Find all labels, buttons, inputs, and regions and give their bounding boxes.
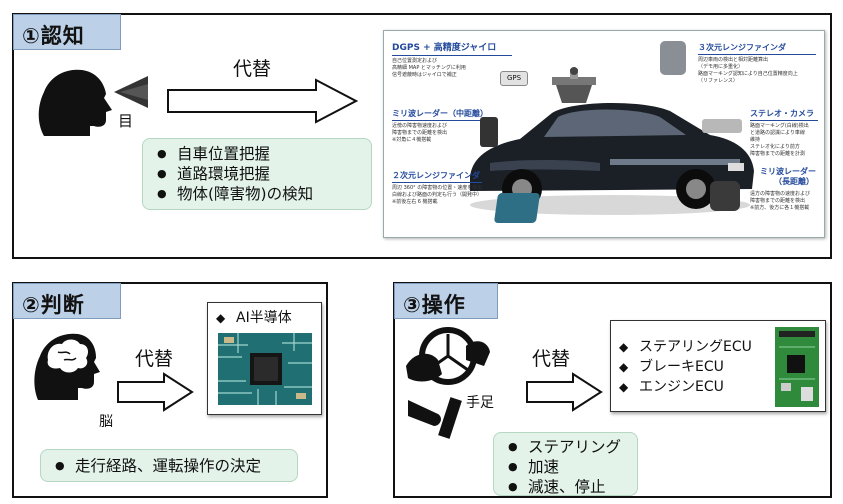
ecu-box: ステアリングECU ブレーキECU エンジンECU xyxy=(610,320,826,412)
ecu-item: エンジンECU xyxy=(617,377,825,397)
rf3d-sensor-image xyxy=(660,41,686,75)
judgment-list: 走行経路、運転操作の決定 xyxy=(40,449,298,482)
dgps-line: 自己位置測定および xyxy=(392,58,438,64)
mmw-long-title: ミリ波レーダー xyxy=(760,167,816,176)
stereo-line: 障害物までの距離を計測 xyxy=(750,151,806,157)
rf2d-line: 周辺 360° の障害物の位置・速度を検出 xyxy=(392,185,483,191)
dgps-line: 高精細 MAP とマッチングに利用 xyxy=(392,65,466,71)
divider xyxy=(392,120,482,121)
eye-head-icon xyxy=(38,69,148,136)
mmw-long-radar-image xyxy=(710,181,740,211)
stereo-line: ステレオ化により前方 xyxy=(750,144,800,150)
stereo-camera-image xyxy=(702,119,742,133)
steering-hand-icon xyxy=(406,327,490,385)
stereo-line: 路面マーキング(白線)検出 xyxy=(750,123,809,129)
rf3d-line: （リファレンス） xyxy=(698,78,738,84)
rf3d-line: 路面マーキング認知により自己位置精度向上 xyxy=(698,71,798,77)
rf2d-title: ２次元レンジファインダ xyxy=(392,171,480,180)
operation-arrow-label: 代替 xyxy=(532,348,571,370)
cognition-arrow-icon xyxy=(167,78,358,124)
divider xyxy=(392,55,512,56)
rf2d-line: ※前後左右 6 機搭載 xyxy=(392,199,438,205)
rf3d-line: （デモ用に多重化） xyxy=(698,64,744,70)
brain-label: 脳 xyxy=(99,414,113,430)
list-item: 物体(障害物)の検知 xyxy=(149,184,371,204)
rf2d-line: 白線および路面の判定も行う（開発中） xyxy=(392,192,483,198)
mmw-mid-line: 障害物までの距離を検出 xyxy=(392,130,448,136)
mmw-mid-radar-image xyxy=(480,117,498,147)
mmw-mid-title: ミリ波レーダー（中距離） xyxy=(392,109,488,118)
ecu-board-image xyxy=(775,327,819,407)
stereo-title: ステレオ・カメラ xyxy=(750,109,814,118)
cognition-arrow-label: 代替 xyxy=(233,58,272,80)
eye-label: 目 xyxy=(118,112,134,130)
rf2d-sensor-image xyxy=(493,193,541,223)
ecu-item: ステアリングECU xyxy=(617,337,825,357)
cognition-tag: ①認知 xyxy=(13,14,121,50)
list-item: 減速、停止 xyxy=(500,477,637,497)
mmw-mid-line: 近傍の障害物速度および xyxy=(392,123,448,129)
dgps-line: 信号遮蔽時はジャイロで補正 xyxy=(392,72,457,78)
stereo-line: と道路の認識により車線 xyxy=(750,130,805,136)
circuit-board-image xyxy=(218,333,312,405)
brain-head-icon xyxy=(34,333,100,400)
operation-list: ステアリング 加速 減速、停止 xyxy=(493,432,638,497)
list-item: 走行経路、運転操作の決定 xyxy=(47,456,297,476)
operation-arrow-icon xyxy=(526,372,603,412)
rf3d-line: 周辺車両の検出と相対距離算出 xyxy=(698,57,769,63)
mmw-long-line: 遠方の障害物の速度および xyxy=(750,191,811,197)
sensor-diagram: GPS DGPS + 高精度ジャイロ 自己位置測定および 高精細 MAP とマッ… xyxy=(383,30,825,238)
mmw-long-title2: （長距離） xyxy=(774,177,814,186)
mmw-long-line: 障害物までの距離を検出 xyxy=(750,198,806,204)
list-item: 自車位置把握 xyxy=(149,144,371,164)
divider xyxy=(698,54,816,55)
gps-chip: GPS xyxy=(500,71,528,86)
mmw-mid-line: ※対角に４機搭載 xyxy=(392,137,432,143)
list-item: 道路環境把握 xyxy=(149,164,371,184)
ai-chip-label: AI半導体 xyxy=(214,308,321,328)
dgps-title: DGPS + 高精度ジャイロ xyxy=(392,43,497,53)
rf3d-title: ３次元レンジファインダ xyxy=(698,43,786,52)
divider xyxy=(750,120,818,121)
ecu-item: ブレーキECU xyxy=(617,357,825,377)
stereo-line: 維持 xyxy=(750,137,761,143)
car-image xyxy=(470,67,754,215)
judgment-tag: ②判断 xyxy=(13,283,121,319)
list-item: 加速 xyxy=(500,457,637,477)
foot-pedal-icon xyxy=(408,397,462,439)
cognition-list: 自車位置把握 道路環境把握 物体(障害物)の検知 xyxy=(142,138,372,210)
hand-foot-label: 手足 xyxy=(466,395,494,411)
ai-chip-box: AI半導体 xyxy=(207,302,322,415)
divider xyxy=(392,182,482,183)
mmw-long-line: ※前方、後方に各１機搭載 xyxy=(750,205,810,211)
judgment-arrow-icon xyxy=(117,372,194,412)
operation-tag: ③操作 xyxy=(394,283,498,319)
judgment-arrow-label: 代替 xyxy=(135,348,174,370)
list-item: ステアリング xyxy=(500,437,637,457)
